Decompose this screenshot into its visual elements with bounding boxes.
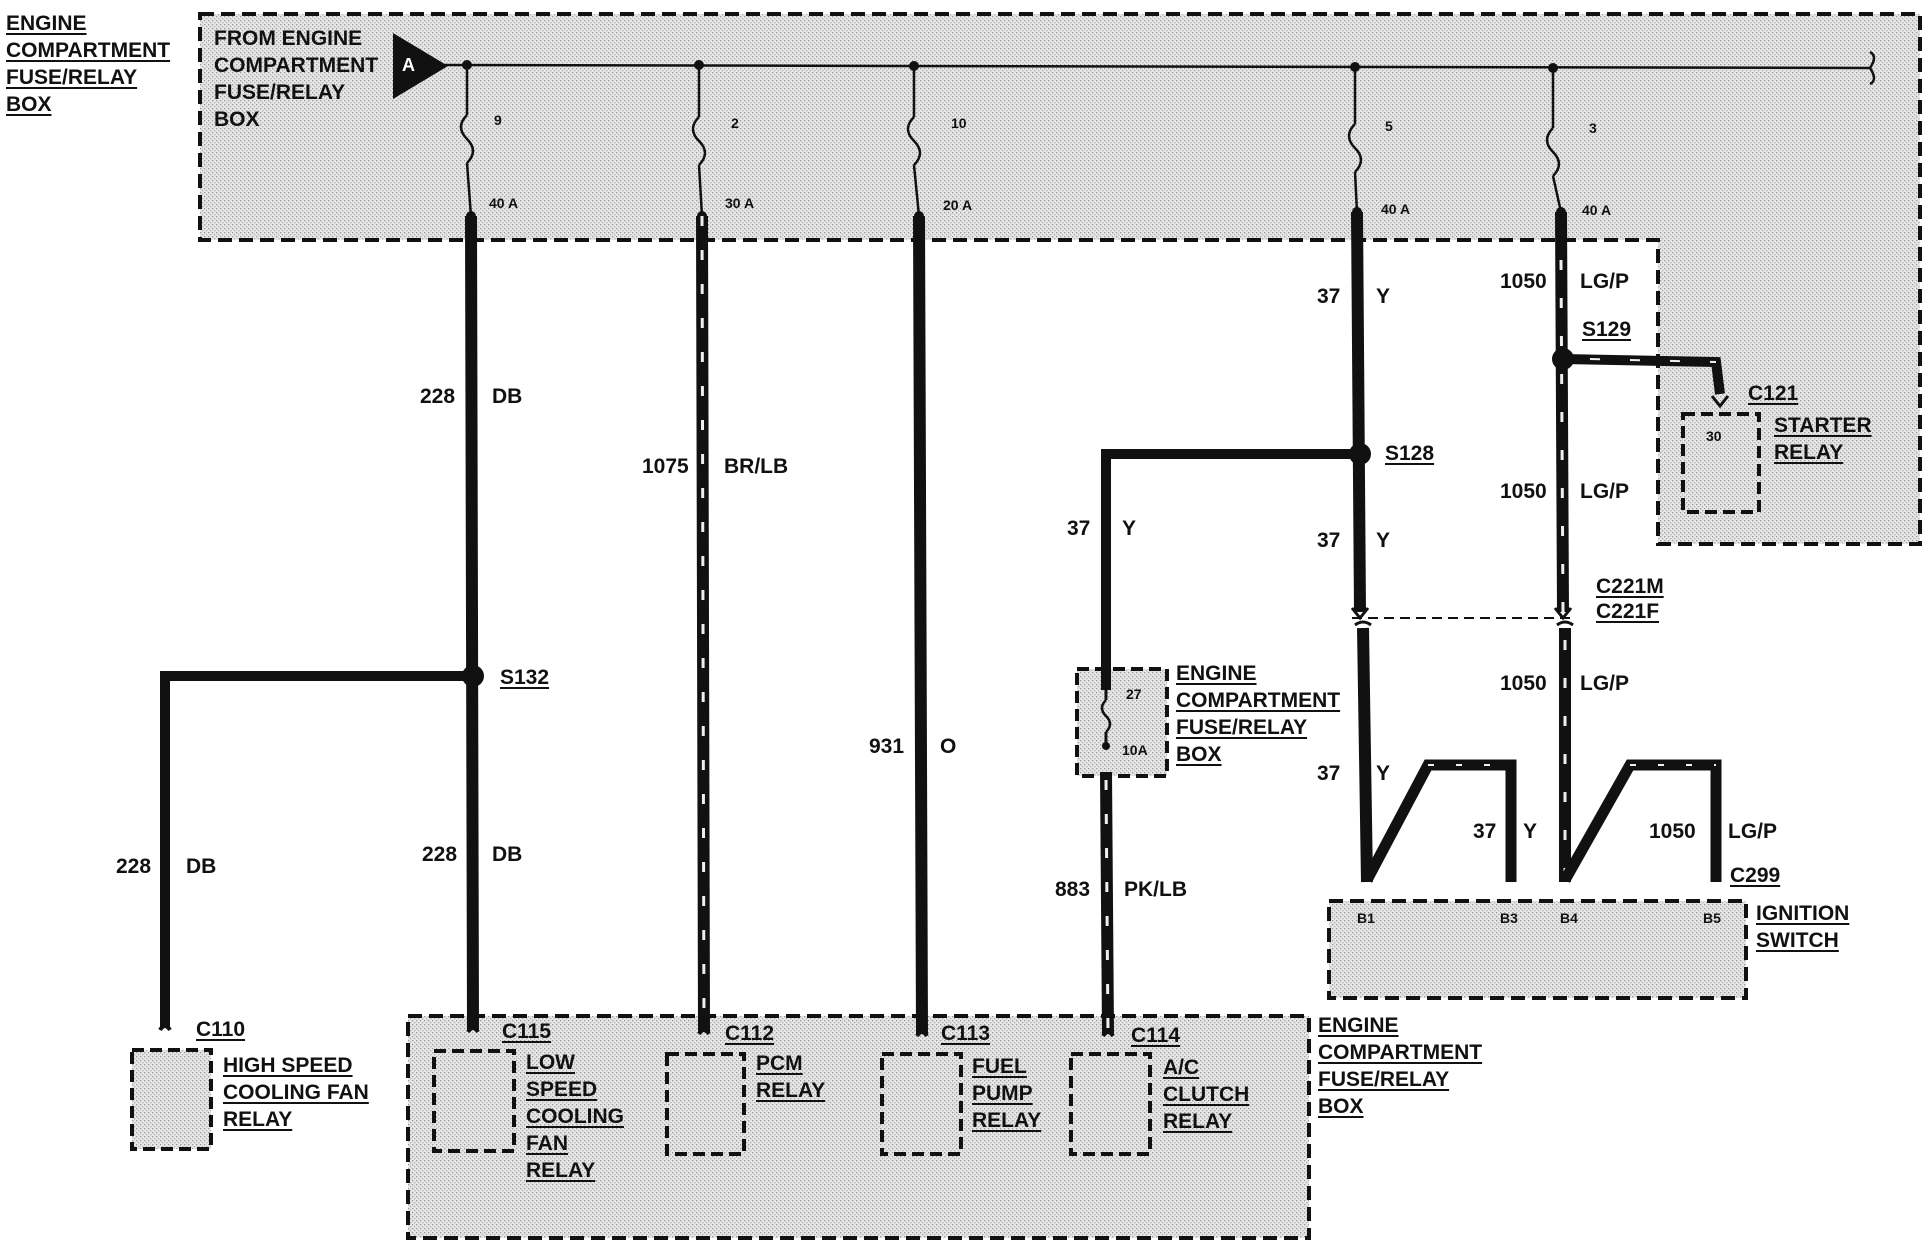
c228-branch-color: DB bbox=[186, 855, 217, 878]
c37-low-number: 37 bbox=[1317, 762, 1341, 785]
pcm-relay-box bbox=[665, 1052, 746, 1156]
c1075-number: 1075 bbox=[642, 455, 689, 478]
c37-branch-number: 37 bbox=[1067, 517, 1091, 540]
ignition-switch-box bbox=[1327, 899, 1748, 1000]
wire-228 bbox=[158, 215, 484, 1034]
fuse-2-rating: 30 A bbox=[725, 195, 755, 211]
c37-mid-color: Y bbox=[1376, 529, 1391, 552]
fuel-pump-relay-box bbox=[880, 1052, 963, 1156]
splice-s129-dot bbox=[1552, 348, 1574, 370]
connector-a-label: A bbox=[402, 55, 415, 75]
c883-number: 883 bbox=[1055, 878, 1091, 901]
fuse-2-number: 2 bbox=[731, 115, 739, 131]
ignition-pin-b4: B4 bbox=[1560, 910, 1578, 926]
c1050-top-number: 1050 bbox=[1500, 270, 1547, 293]
fuse-9-number: 9 bbox=[494, 112, 502, 128]
c228-branch-number: 228 bbox=[116, 855, 152, 878]
splice-s132-label: S132 bbox=[500, 666, 550, 689]
c37-b3-number: 37 bbox=[1473, 820, 1497, 843]
wire-1050 bbox=[1552, 211, 1730, 883]
connector-c113-label: C113 bbox=[941, 1022, 991, 1045]
c1050-mid-number: 1050 bbox=[1500, 480, 1547, 503]
connector-c110-label: C110 bbox=[196, 1018, 246, 1041]
starter-relay-box bbox=[1681, 412, 1761, 514]
shaded-boxes bbox=[130, 12, 1922, 1240]
c883-color: PK/LB bbox=[1124, 878, 1187, 901]
low-speed-relay-label: LOW SPEED COOLING FAN RELAY bbox=[526, 1051, 624, 1182]
connector-c121-label: C121 bbox=[1748, 382, 1799, 405]
connector-c114-label: C114 bbox=[1131, 1024, 1181, 1047]
ac-clutch-relay-box bbox=[1069, 1052, 1152, 1156]
connector-c221m-label: C221M bbox=[1596, 575, 1664, 598]
fuse-3-number: 3 bbox=[1589, 120, 1597, 136]
wire-37 bbox=[1101, 211, 1517, 883]
starter-relay-label: STARTER RELAY bbox=[1774, 414, 1872, 464]
c37-top-number: 37 bbox=[1317, 285, 1341, 308]
mid-fuse-rating: 10A bbox=[1122, 742, 1148, 758]
c37-b3-color: Y bbox=[1523, 820, 1538, 843]
c228-upper-color: DB bbox=[492, 385, 523, 408]
c1050-mid-color: LG/P bbox=[1580, 480, 1630, 503]
high-speed-relay-label: HIGH SPEED COOLING FAN RELAY bbox=[223, 1054, 369, 1131]
splice-s128-dot bbox=[1349, 443, 1371, 465]
c228-lower-color: DB bbox=[492, 843, 523, 866]
corner-box-label: ENGINE COMPARTMENT FUSE/RELAY BOX bbox=[6, 12, 171, 116]
splice-s128-label: S128 bbox=[1385, 442, 1435, 465]
top-fuse-box bbox=[198, 12, 1922, 546]
ignition-pin-b5: B5 bbox=[1703, 910, 1721, 926]
ignition-switch-label: IGNITION SWITCH bbox=[1756, 902, 1850, 952]
fuel-pump-relay-label: FUEL PUMP RELAY bbox=[972, 1055, 1042, 1132]
ignition-pin-b1: B1 bbox=[1357, 910, 1375, 926]
c228-upper-number: 228 bbox=[420, 385, 456, 408]
starter-relay-pin: 30 bbox=[1706, 428, 1722, 444]
c37-branch-color: Y bbox=[1122, 517, 1137, 540]
splice-s132-dot bbox=[462, 665, 484, 687]
c931-color: O bbox=[940, 735, 957, 758]
c1050-low-color: LG/P bbox=[1580, 672, 1630, 695]
bottom-fuse-box-label: ENGINE COMPARTMENT FUSE/RELAY BOX bbox=[1318, 1014, 1483, 1118]
fuse-5-rating: 40 A bbox=[1381, 201, 1411, 217]
ac-clutch-relay-label: A/C CLUTCH RELAY bbox=[1163, 1056, 1250, 1133]
fuse-9-rating: 40 A bbox=[489, 195, 519, 211]
bus-bar bbox=[393, 33, 1876, 99]
ignition-pin-b3: B3 bbox=[1500, 910, 1518, 926]
fuse-5-number: 5 bbox=[1385, 118, 1393, 134]
pcm-relay-label: PCM RELAY bbox=[756, 1052, 826, 1102]
high-speed-relay-box bbox=[130, 1048, 213, 1151]
connector-c112-label: C112 bbox=[725, 1022, 775, 1045]
splice-s129-label: S129 bbox=[1582, 318, 1632, 341]
c37-low-color: Y bbox=[1376, 762, 1391, 785]
source-label: FROM ENGINE COMPARTMENT FUSE/RELAY BOX bbox=[214, 27, 379, 131]
fuse-3-rating: 40 A bbox=[1582, 202, 1612, 218]
fuse-column-3 bbox=[1545, 63, 1566, 217]
c37-top-color: Y bbox=[1376, 285, 1391, 308]
c1050-b5-color: LG/P bbox=[1728, 820, 1778, 843]
connector-c115-label: C115 bbox=[502, 1020, 552, 1043]
mid-fuse-number: 27 bbox=[1126, 686, 1142, 702]
mid-fuse-box-label: ENGINE COMPARTMENT FUSE/RELAY BOX bbox=[1176, 662, 1341, 766]
c1050-low-number: 1050 bbox=[1500, 672, 1547, 695]
c1050-top-color: LG/P bbox=[1580, 270, 1630, 293]
c228-lower-number: 228 bbox=[422, 843, 458, 866]
c931-number: 931 bbox=[869, 735, 905, 758]
fuse-10-rating: 20 A bbox=[943, 197, 973, 213]
wire-883 bbox=[1100, 686, 1115, 1038]
wire-1075 bbox=[696, 215, 711, 1036]
c1075-color: BR/LB bbox=[724, 455, 789, 478]
low-speed-relay-box bbox=[432, 1049, 516, 1153]
connector-a-triangle bbox=[393, 33, 448, 99]
connector-c221f-label: C221F bbox=[1596, 600, 1660, 623]
connector-c299-label: C299 bbox=[1730, 864, 1781, 887]
c1050-b5-number: 1050 bbox=[1649, 820, 1696, 843]
c37-mid-number: 37 bbox=[1317, 529, 1341, 552]
fuse-10-number: 10 bbox=[951, 115, 967, 131]
bottom-fuse-box bbox=[406, 1014, 1311, 1240]
mid-fuse-box bbox=[1075, 667, 1169, 778]
wire-931 bbox=[913, 215, 929, 1038]
